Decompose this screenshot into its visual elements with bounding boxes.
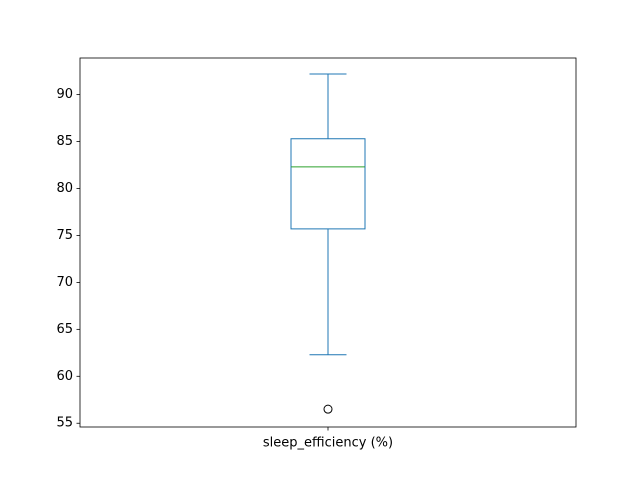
y-tick-label: 60 (56, 369, 73, 384)
interquartile-box (290, 138, 366, 230)
y-tick-label: 55 (56, 416, 73, 431)
y-tick-label: 70 (56, 275, 73, 290)
outlier-point (323, 404, 333, 414)
plot-area-frame (79, 57, 577, 428)
y-tick-label: 80 (56, 181, 73, 196)
y-tick-label: 65 (56, 322, 73, 337)
x-axis-ticks: sleep_efficiency (%) (263, 427, 393, 451)
y-tick-label: 85 (56, 134, 73, 149)
y-tick-label: 90 (56, 87, 73, 102)
y-tick-label: 75 (56, 228, 73, 243)
y-axis-ticks: 55 60 65 70 75 80 85 90 (56, 87, 80, 431)
x-tick-label: sleep_efficiency (%) (263, 436, 393, 451)
box-elements (290, 73, 366, 414)
